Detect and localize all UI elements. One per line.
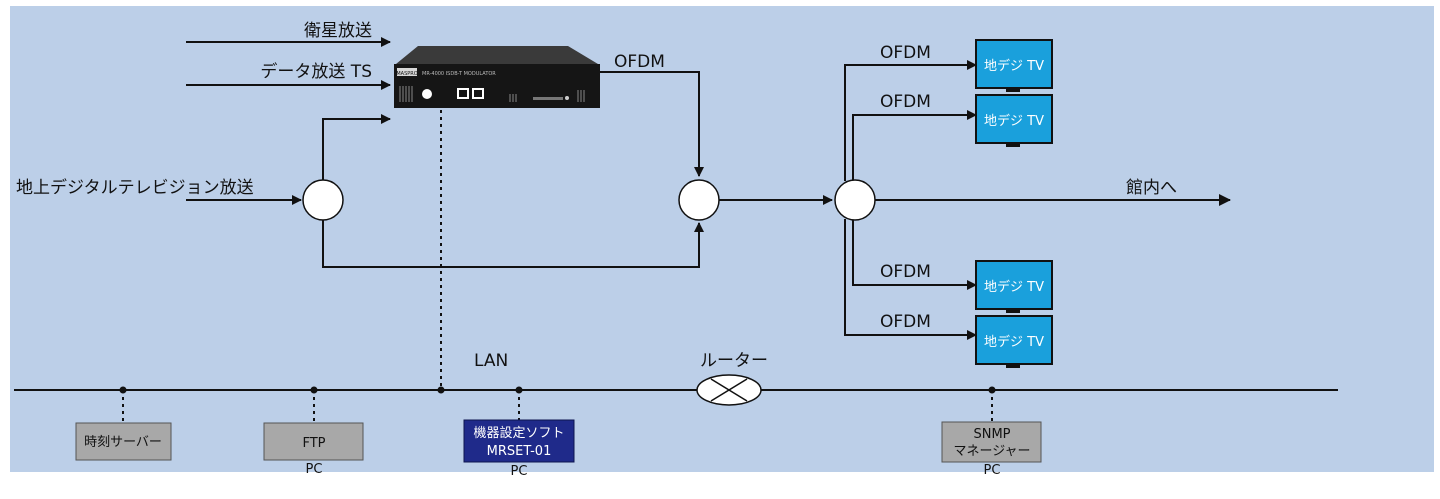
router-label: ルーター bbox=[700, 351, 768, 371]
ofdm-output-label: OFDM bbox=[614, 52, 665, 72]
ftp-pc-caption: PC bbox=[306, 462, 323, 477]
lan-node bbox=[437, 386, 445, 394]
tv-label-4: 地デジ TV bbox=[984, 334, 1044, 350]
snmp-label: SNMP bbox=[973, 427, 1010, 442]
terrestrial-label: 地上デジタルテレビジョン放送 bbox=[16, 177, 254, 198]
tv-stand bbox=[1006, 364, 1020, 368]
device-brand-badge bbox=[397, 68, 417, 76]
combiner bbox=[678, 179, 720, 221]
software-pc: 機器設定ソフト MRSET-01 bbox=[463, 419, 575, 463]
tv-3: 地デジ TV bbox=[975, 260, 1053, 313]
time-server-label: 時刻サーバー bbox=[84, 435, 162, 450]
tv-feed-label-3: OFDM bbox=[880, 262, 931, 282]
router-cross bbox=[710, 378, 748, 402]
to-building-label: 館内へ bbox=[1126, 178, 1177, 198]
snmp-pc-caption: PC bbox=[984, 463, 1001, 478]
tv-feed-line-1 bbox=[844, 60, 977, 181]
tv-label-3: 地デジ TV bbox=[984, 279, 1044, 295]
tv-feed-line-3 bbox=[852, 220, 977, 290]
tv-stand bbox=[1006, 309, 1020, 313]
tv-feed-label-2: OFDM bbox=[880, 92, 931, 112]
status-led-icon bbox=[565, 96, 569, 100]
tv-label-1: 地デジ TV bbox=[984, 58, 1044, 74]
card-slot-icon bbox=[533, 97, 563, 100]
splitter-1 bbox=[302, 179, 344, 221]
tv-1: 地デジ TV bbox=[975, 39, 1053, 92]
ftp-pc: FTP bbox=[263, 422, 364, 461]
lan-port-icon bbox=[457, 88, 469, 99]
software-pc-caption: PC bbox=[511, 464, 528, 479]
tv-label-2: 地デジ TV bbox=[984, 113, 1044, 129]
distributor bbox=[834, 179, 876, 221]
splitter1-bypass-line bbox=[322, 220, 704, 268]
snmp-manager-label: マネージャー bbox=[953, 444, 1030, 459]
tv-feed-label-4: OFDM bbox=[880, 312, 931, 332]
tv-2: 地デジ TV bbox=[975, 94, 1053, 147]
time-server-box: 時刻サーバー bbox=[75, 422, 172, 461]
snmp-pc: SNMP マネージャー bbox=[941, 421, 1042, 463]
modulator-device: MASPRO MR-4000 ISDB-T MODULATOR bbox=[394, 46, 600, 108]
software-model: MRSET-01 bbox=[487, 444, 552, 459]
tv-feed-line-2 bbox=[852, 110, 977, 180]
splitter1-to-modulator-line bbox=[322, 114, 391, 180]
lan-port-icon-2 bbox=[472, 88, 484, 99]
ftp-label: FTP bbox=[302, 436, 325, 451]
lan-label: LAN bbox=[474, 351, 508, 371]
tv-feed-line-4 bbox=[844, 219, 977, 340]
modulator-ofdm-output bbox=[600, 71, 704, 177]
tv-stand bbox=[1006, 143, 1020, 147]
power-button-icon bbox=[422, 89, 432, 99]
device-model: MR-4000 ISDB-T MODULATOR bbox=[422, 71, 496, 77]
satellite-label: 衛星放送 bbox=[304, 21, 372, 41]
device-brand: MASPRO bbox=[396, 71, 417, 77]
tv-feed-label-1: OFDM bbox=[880, 43, 931, 63]
software-label: 機器設定ソフト bbox=[473, 425, 564, 441]
tv-stand bbox=[1006, 88, 1020, 92]
tv-4: 地デジ TV bbox=[975, 315, 1053, 368]
data-ts-label: データ放送 TS bbox=[260, 61, 372, 82]
